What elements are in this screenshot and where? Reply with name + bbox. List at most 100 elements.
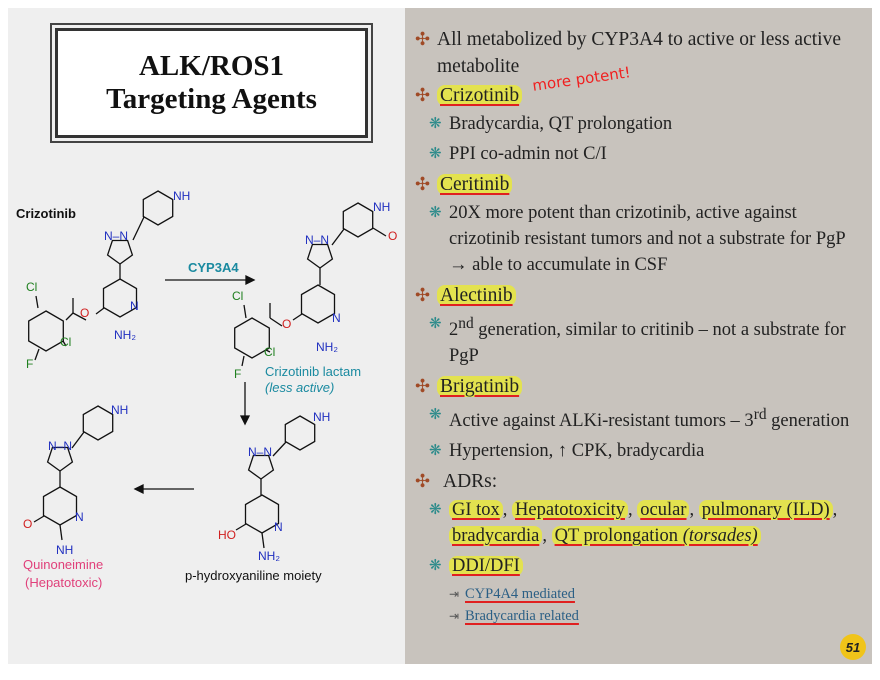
superscript: nd bbox=[458, 315, 474, 332]
ring bbox=[82, 405, 114, 441]
bond bbox=[72, 312, 87, 321]
bond bbox=[372, 227, 387, 237]
sub-bullet: ❋ Hypertension, ↑ CPK, bradycardia bbox=[415, 438, 865, 464]
sub-bullet: ❋ Bradycardia, QT prolongation bbox=[415, 111, 865, 137]
atom-nh: NH bbox=[111, 403, 128, 417]
text: CYP4A4 mediated bbox=[465, 586, 575, 603]
arrow-bar-icon: ⇥ bbox=[449, 609, 460, 624]
four-arrows-icon: ✣ bbox=[415, 174, 431, 194]
text: generation, similar to critinib – not a … bbox=[449, 320, 846, 367]
adr-pulm: pulmonary (ILD) bbox=[698, 500, 833, 521]
title-line-2: Targeting Agents bbox=[106, 83, 317, 115]
four-arrows-icon: ✣ bbox=[415, 285, 431, 305]
four-arrows-icon: ✣ bbox=[415, 376, 431, 397]
asterisk-flower-icon: ❋ bbox=[429, 502, 442, 519]
bond bbox=[71, 431, 85, 449]
sub-bullet-text: Bradycardia, QT prolongation bbox=[449, 114, 673, 134]
asterisk-flower-icon: ❋ bbox=[429, 116, 442, 132]
cyp3a4-label: CYP3A4 bbox=[188, 260, 239, 275]
bond bbox=[34, 348, 40, 361]
arrow-bar-icon: ⇥ bbox=[449, 587, 460, 602]
sub-bullet-text: Hypertension, ↑ CPK, bradycardia bbox=[449, 441, 705, 462]
sep: , bbox=[832, 500, 838, 521]
atom-cl: Cl bbox=[232, 289, 243, 303]
adr-ocular: ocular bbox=[637, 500, 690, 521]
adr-qt: QT prolongation bbox=[554, 526, 683, 547]
atom-f: F bbox=[26, 357, 33, 371]
title-line-1: ALK/ROS1 bbox=[138, 50, 285, 82]
sub-bullet-text: 20X more potent than crizotinib, active … bbox=[449, 203, 845, 275]
bond bbox=[62, 340, 67, 347]
atom-nh2: NH₂ bbox=[114, 328, 136, 342]
hydroxyaniline-label: p-hydroxyaniline moiety bbox=[185, 568, 322, 583]
bullet-text: All metabolized by CYP3A4 to active or l… bbox=[437, 29, 841, 77]
ring bbox=[142, 190, 174, 226]
four-arrows-icon: ✣ bbox=[415, 85, 431, 105]
crizotinib-atoms: NH N–N N NH₂ O Cl Cl F bbox=[26, 189, 190, 371]
ring bbox=[234, 317, 270, 359]
atom-n: N bbox=[130, 299, 139, 313]
atom-nn: N–N bbox=[48, 439, 72, 453]
ring bbox=[102, 278, 138, 318]
atom-o: O bbox=[282, 317, 291, 331]
bullet-metabolism: ✣All metabolized by CYP3A4 to active or … bbox=[415, 26, 865, 80]
ring bbox=[46, 446, 74, 472]
drug-name: Brigatinib bbox=[437, 376, 523, 398]
adr-torsades: (torsades) bbox=[682, 526, 758, 547]
atom-ho: HO bbox=[218, 528, 236, 542]
title-box: ALK/ROS1 Targeting Agents bbox=[55, 28, 368, 138]
asterisk-flower-icon: ❋ bbox=[429, 316, 442, 332]
atom-nn: N–N bbox=[305, 233, 329, 247]
atom-o: O bbox=[23, 517, 32, 531]
lactam-label: Crizotinib lactam bbox=[265, 364, 361, 379]
slide: ALK/ROS1 Targeting Agents Crizotinib CYP… bbox=[8, 8, 872, 664]
atom-cl: Cl bbox=[264, 345, 275, 359]
atom-f: F bbox=[234, 367, 241, 381]
reaction-arrows bbox=[133, 274, 256, 495]
ring bbox=[106, 239, 134, 265]
bond bbox=[265, 349, 271, 353]
ring bbox=[306, 243, 334, 269]
atom-n: N bbox=[274, 520, 283, 534]
bond-lines bbox=[28, 190, 387, 549]
sep: , bbox=[502, 500, 513, 521]
superscript: rd bbox=[753, 406, 767, 424]
atom-o: O bbox=[80, 306, 89, 320]
atom-nh2: NH₂ bbox=[258, 549, 280, 563]
page-number: 51 bbox=[840, 634, 866, 660]
bond bbox=[65, 312, 74, 321]
bond bbox=[269, 317, 283, 327]
bullet-brigatinib: ✣ Brigatinib bbox=[415, 373, 865, 400]
quinoneimine-atoms: NH N–N N O NH bbox=[23, 403, 128, 557]
bond bbox=[35, 295, 39, 309]
bullet-crizotinib: ✣Crizotinib bbox=[415, 82, 865, 109]
drug-name: Alectinib bbox=[437, 285, 516, 306]
arrow-head bbox=[239, 415, 251, 426]
bond bbox=[331, 228, 345, 246]
ring bbox=[42, 486, 78, 526]
asterisk-flower-icon: ❋ bbox=[429, 407, 442, 424]
bond bbox=[292, 313, 303, 321]
adr-brady: bradycardia bbox=[449, 526, 543, 547]
bullet-adrs: ✣ADRs: bbox=[415, 468, 865, 495]
bullet-alectinib: ✣ Alectinib bbox=[415, 282, 865, 309]
atom-nh2: NH₂ bbox=[316, 340, 338, 354]
ring bbox=[342, 202, 374, 238]
bond bbox=[261, 532, 265, 549]
atom-nh: NH bbox=[56, 543, 73, 557]
crizotinib-label: Crizotinib bbox=[16, 206, 76, 221]
four-arrows-icon: ✣ bbox=[415, 471, 431, 492]
asterisk-flower-icon: ❋ bbox=[429, 443, 442, 460]
sub-sub-bullet: ⇥ CYP4A4 mediated bbox=[415, 583, 865, 605]
bond bbox=[235, 523, 247, 531]
text: generation bbox=[766, 411, 850, 432]
drug-name: Ceritinib bbox=[437, 174, 513, 195]
atom-nh: NH bbox=[373, 200, 390, 214]
arrow-head bbox=[133, 483, 144, 495]
atom-cl: Cl bbox=[26, 280, 37, 294]
atom-n: N bbox=[332, 311, 341, 325]
lactam-note: (less active) bbox=[265, 380, 334, 395]
ring bbox=[284, 415, 316, 451]
atom-nn: N–N bbox=[248, 445, 272, 459]
hydroxy-atoms: NH N–N N HO NH₂ bbox=[218, 410, 330, 563]
